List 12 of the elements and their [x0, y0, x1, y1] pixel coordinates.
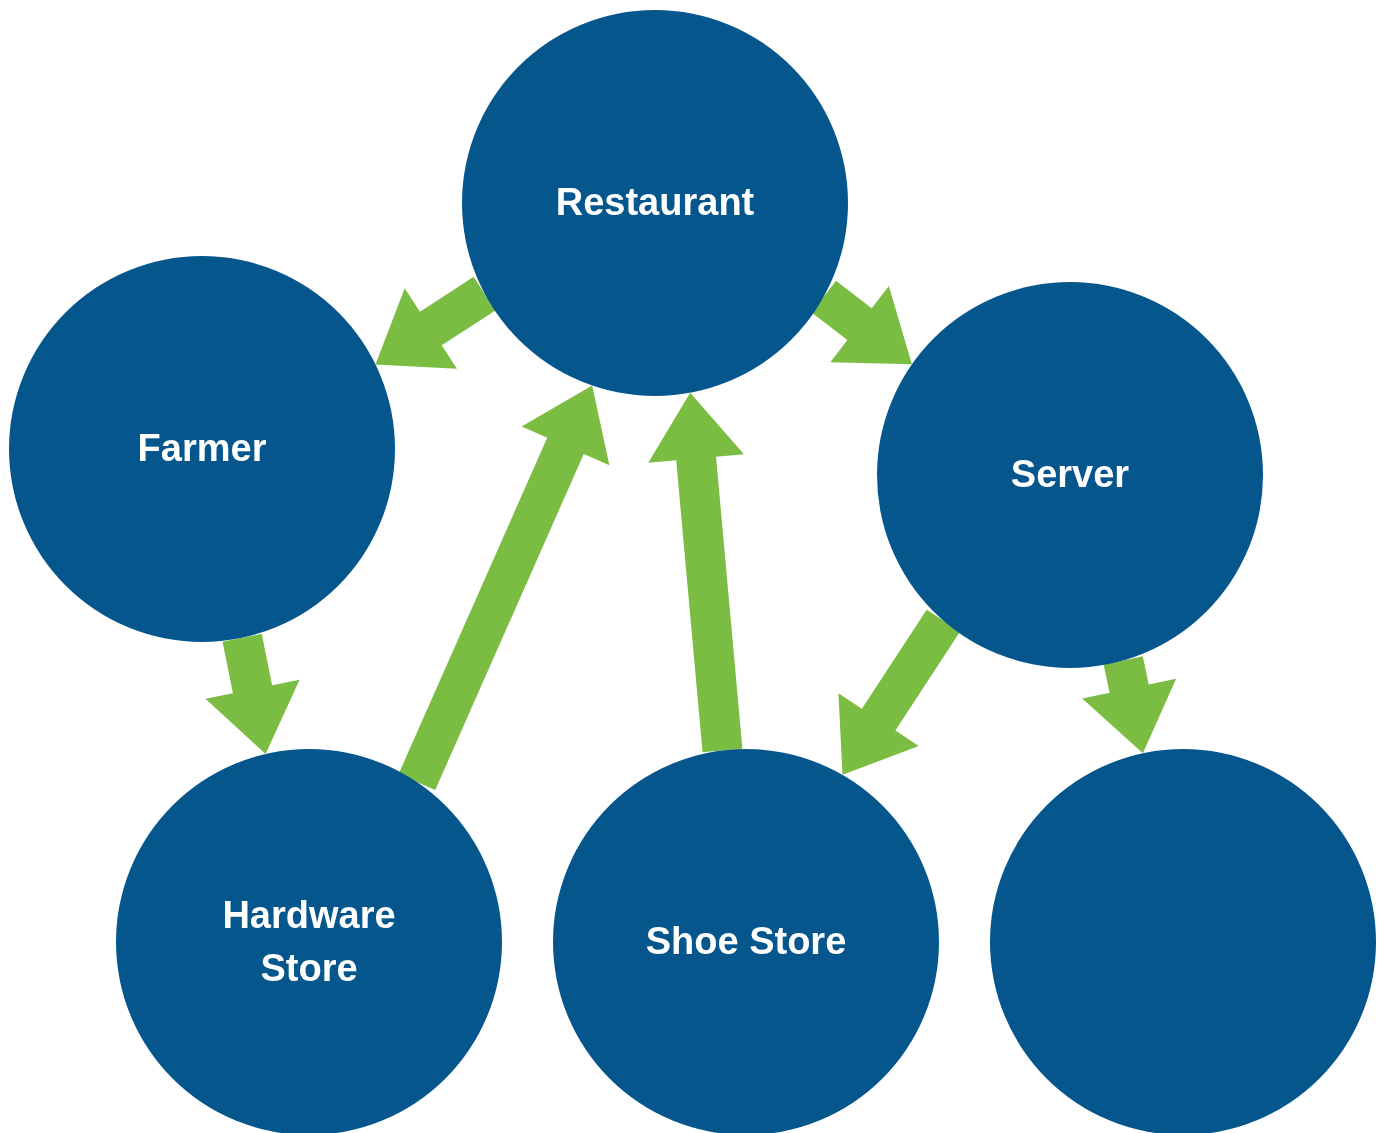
node-label: Server	[1010, 452, 1130, 498]
block-arrow	[1082, 656, 1177, 754]
block-arrow	[398, 385, 610, 791]
block-arrow	[375, 276, 496, 369]
block-arrow	[811, 280, 912, 365]
block-arrow	[838, 609, 961, 775]
node-label: Shoe Store	[645, 919, 847, 965]
block-arrow	[205, 633, 300, 754]
node-label: Hardware Store	[221, 892, 397, 991]
node-label: Restaurant	[555, 180, 755, 226]
node-label: Farmer	[137, 426, 267, 472]
block-arrow	[648, 392, 744, 753]
